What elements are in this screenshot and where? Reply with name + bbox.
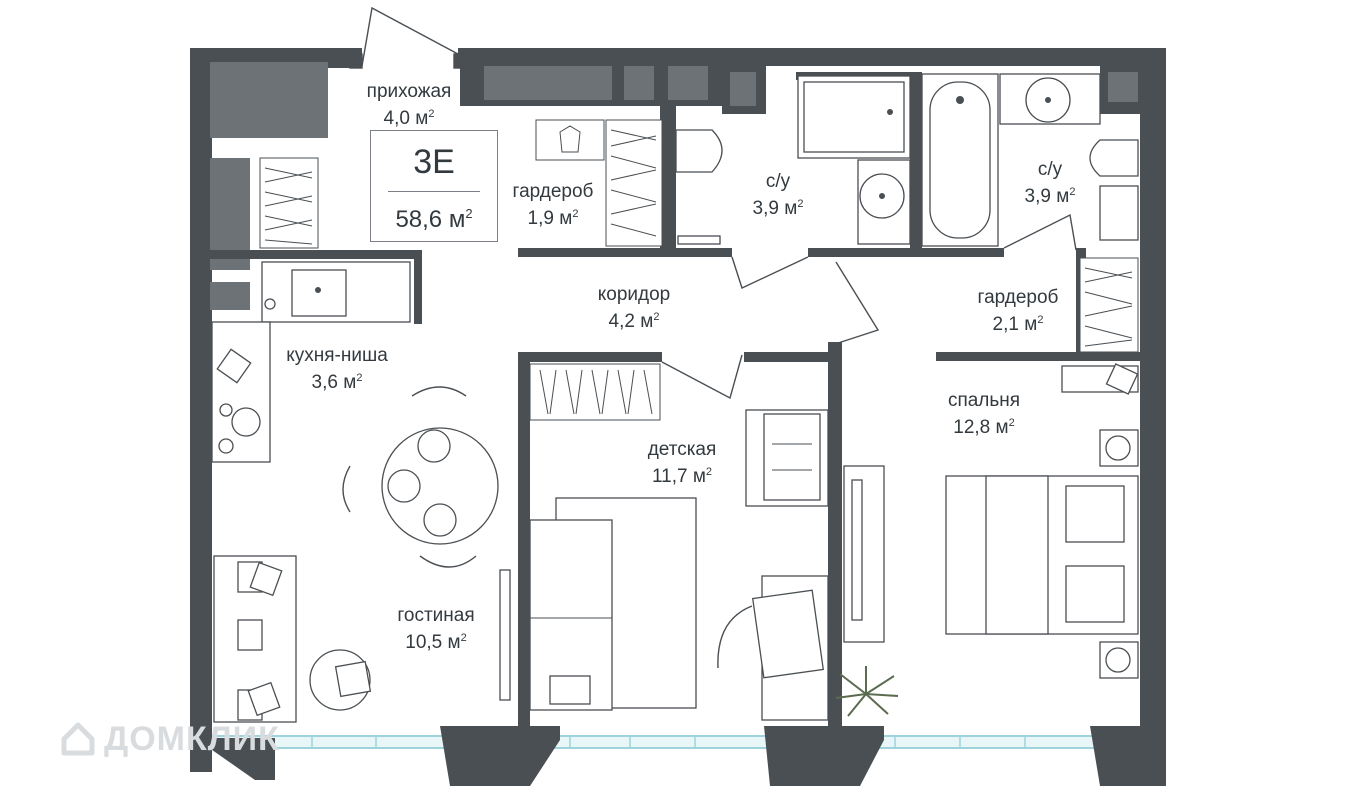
room-label-bedroom: спальня 12,8 м2 — [947, 390, 1021, 438]
room-label-living-room: гостиная 10,5 м2 — [397, 605, 475, 653]
bedroom-furniture — [945, 363, 1139, 679]
watermark-text: ДОМКЛИК — [104, 719, 280, 758]
window-glazing — [211, 735, 1143, 749]
room-label-bathroom2: с/у 3,9 м2 — [1024, 159, 1076, 207]
house-logo-icon — [61, 722, 95, 756]
room-label-bathroom1: с/у 3,9 м2 — [752, 171, 804, 219]
sofa — [213, 555, 511, 723]
outer-walls — [190, 48, 1166, 786]
kitchen-fixtures — [211, 261, 411, 463]
room-label-corridor: коридор 4,2 м2 — [597, 284, 671, 332]
watermark: ДОМКЛИК — [58, 717, 280, 761]
dining-table — [342, 386, 499, 568]
doors — [349, 6, 1077, 400]
plant-icon — [835, 666, 899, 717]
room-label-wardrobe1: гардероб 1,9 м2 — [512, 181, 594, 229]
apartment-type: 3E — [413, 143, 455, 181]
wardrobe-hangers — [259, 119, 1139, 421]
kids-furniture — [529, 409, 885, 721]
bathroom1-fixtures — [675, 75, 911, 245]
room-label-kids-room: детская 11,7 м2 — [647, 439, 717, 487]
apartment-badge: 3E 58,6 м2 — [370, 130, 498, 242]
room-label-hallway: прихожая 4,0 м2 — [366, 81, 452, 129]
window-mullions — [249, 736, 1026, 748]
apartment-total-area: 58,6 м2 — [395, 206, 473, 233]
room-label-wardrobe2: гардероб 2,1 м2 — [977, 287, 1059, 335]
inner-walls — [210, 62, 1142, 730]
room-label-kitchen: кухня-ниша 3,6 м2 — [286, 345, 388, 393]
bathroom2-fixtures — [921, 73, 1139, 247]
badge-divider — [388, 191, 480, 192]
